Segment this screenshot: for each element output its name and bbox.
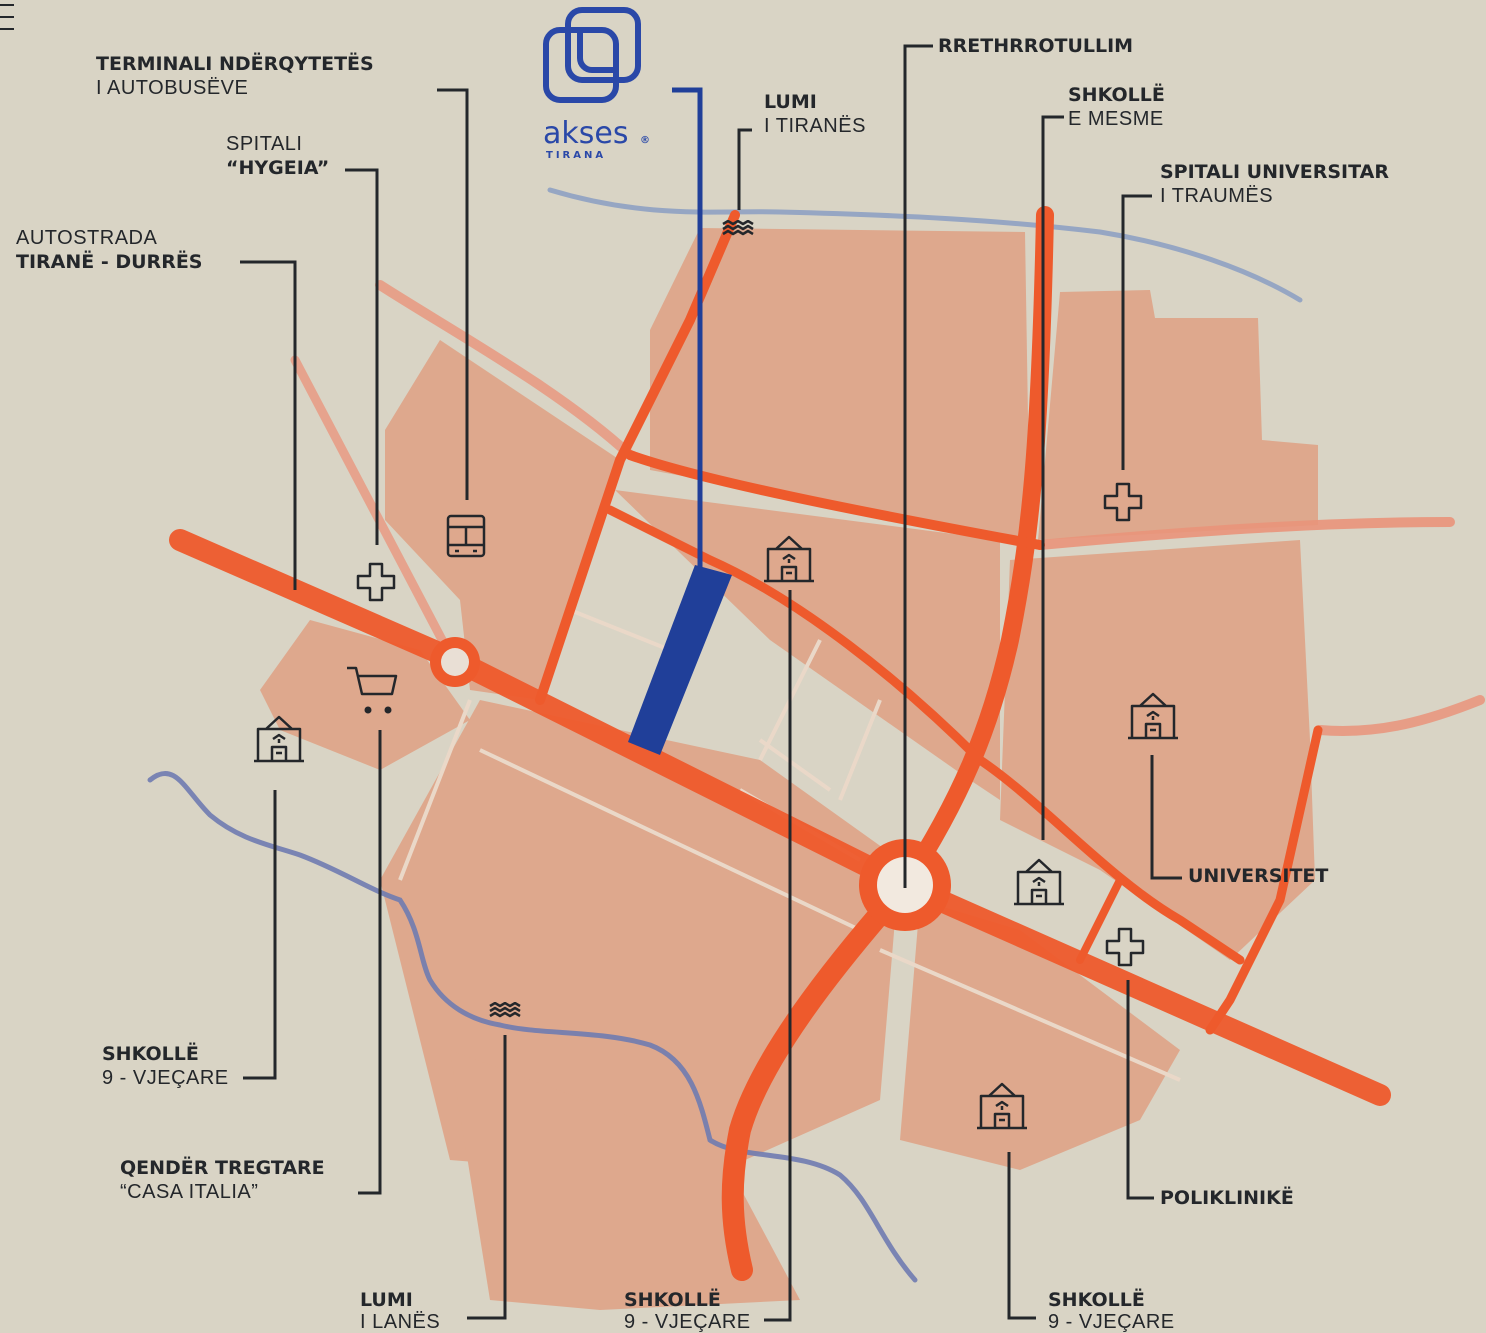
autostrada-label-sub: TIRANË - DURRËS — [16, 249, 202, 273]
logo-registered-mark: ® — [640, 135, 653, 146]
hospital-cross-icon — [1105, 927, 1145, 967]
main-roads — [169, 206, 1391, 1281]
shkolle-mesme-label-sub: E MESME — [1068, 108, 1164, 130]
qender-label-title: QENDËR TREGTARE — [120, 1155, 325, 1179]
lumi-tiranes-label-title: LUMI — [764, 91, 817, 113]
map-labels: TERMINALI NDËRQYTETËS I AUTOBUSËVE SPITA… — [16, 35, 1389, 1333]
shkolle-left-label-title: SHKOLLË — [102, 1041, 199, 1065]
lumi-tiranes-label-sub: I TIRANËS — [764, 115, 866, 137]
shkolle-mesme-label-title: SHKOLLË — [1068, 82, 1165, 106]
shkolle-center-label-sub: 9 - VJEÇARE — [624, 1311, 751, 1333]
spitali-traumes-label-sub: I TRAUMËS — [1160, 185, 1273, 207]
bus-icon — [446, 514, 486, 558]
poliklinike-label: POLIKLINIKË — [1160, 1185, 1294, 1209]
lumi-lanes-label-title: LUMI — [360, 1289, 413, 1311]
logo-wordmark: akses — [543, 116, 628, 151]
universitet-label: UNIVERSITET — [1188, 865, 1328, 887]
shkolle-left-label-sub: 9 - VJEÇARE — [102, 1067, 229, 1089]
minor-roads — [290, 280, 1485, 736]
hospital-cross-icon — [356, 562, 396, 602]
shopping-cart-icon — [347, 666, 398, 714]
autostrada-label-title: AUTOSTRADA — [16, 227, 157, 249]
lumi-lanes-label-sub: I LANËS — [360, 1311, 440, 1333]
shkolle-right-label-sub: 9 - VJEÇARE — [1048, 1311, 1175, 1333]
qender-label-sub: “CASA ITALIA” — [120, 1181, 258, 1203]
spitali-traumes-label-title: SPITALI UNIVERSITAR — [1160, 161, 1389, 183]
rivers — [147, 187, 1303, 1283]
logo-subtitle: TIRANA — [546, 150, 606, 161]
terminal-label-title: TERMINALI NDËRQYTETËS — [96, 51, 374, 75]
rrethrrotullim-label: RRETHRROTULLIM — [938, 35, 1133, 57]
leader-lines — [240, 44, 1182, 1322]
hygeia-label-title: SPITALI — [226, 133, 303, 155]
hygeia-label-sub: “HYGEIA” — [226, 157, 329, 179]
project-site — [628, 565, 732, 755]
corner-mark — [0, 4, 14, 30]
project-leader — [672, 87, 703, 568]
shkolle-center-label-title: SHKOLLË — [624, 1287, 721, 1311]
terminal-label-sub: I AUTOBUSËVE — [96, 77, 248, 99]
school-icon — [1012, 858, 1066, 906]
map-icons — [252, 220, 1180, 1130]
akses-logo: akses ® TIRANA — [543, 7, 653, 161]
shkolle-right-label-title: SHKOLLË — [1048, 1287, 1145, 1311]
